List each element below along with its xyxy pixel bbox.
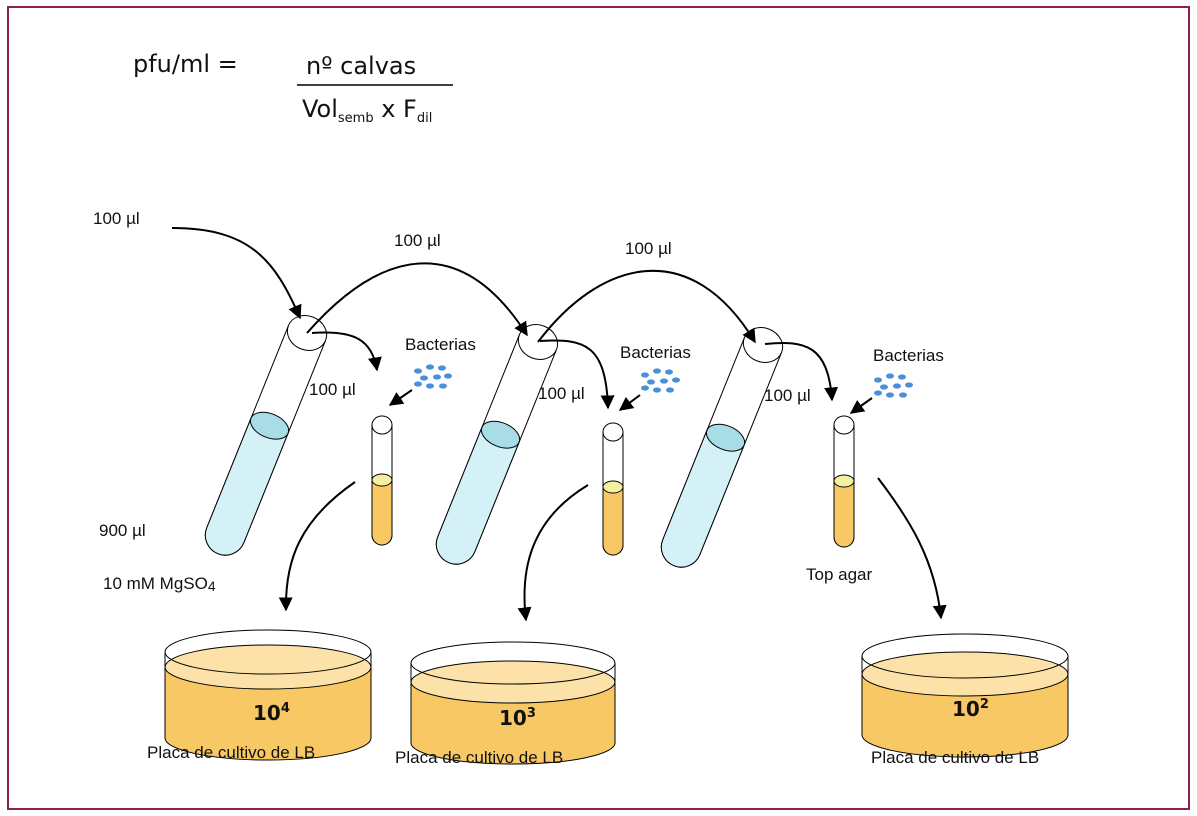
bacteria-label-1: Bacterias [405,335,476,354]
arrow-initial-to-tube-1 [171,227,302,320]
arrow-agar-1-to-plate-1 [278,481,356,612]
plate-3-base: 10 [952,697,980,721]
formula-f-subscript: dil [416,111,433,126]
bacteria-cluster-2 [641,368,680,393]
formula-denominator: Volsemb x Fdil [302,97,432,125]
top-agar-tube-3 [833,415,855,548]
plate-1-dilution: 104 [253,702,290,723]
dilution-tube-1 [204,315,328,556]
petri-plate-2 [410,641,616,765]
diluent-solution-text: 10 mM MgSO [103,574,208,593]
plate-1-caption: Placa de cultivo de LB [147,743,316,762]
plate-3-exponent: 2 [979,697,989,712]
formula-vol: Vol [302,95,338,123]
bacteria-cluster-3 [874,373,913,398]
dilution-tube-3 [660,327,784,568]
volume-label-transfer-2: 100 µl [625,239,672,258]
arrow-tube-3-to-agar-3 [764,341,839,402]
arrow-agar-2-to-plate-2 [517,484,589,622]
petri-plate-1 [164,629,372,761]
top-agar-tube-1 [371,415,393,546]
volume-label-initial: 100 µl [93,209,140,228]
diluent-solution-subscript: 4 [207,578,216,594]
arrow-tube-2-to-agar-2 [539,339,615,410]
arrow-tube-1-to-tube-2 [306,262,528,337]
top-agar-tube-2 [602,422,624,556]
formula-lhs: pfu/ml = [133,50,238,78]
volume-label-to-tube-2: 100 µl [538,384,585,403]
plate-2-caption: Placa de cultivo de LB [395,748,564,767]
bacteria-cluster-1 [414,364,452,389]
plate-3-dilution: 102 [952,698,989,719]
plate-2-exponent: 3 [526,706,536,721]
frame-border [7,6,1190,810]
top-agar-label: Top agar [806,565,873,584]
bacteria-label-2: Bacterias [620,343,691,362]
plate-1-exponent: 4 [280,701,290,716]
diluent-solution-label: 10 mM MgSO4 [103,575,216,593]
arrow-tube-1-to-agar-1 [311,331,382,372]
bacteria-label-3: Bacterias [873,346,944,365]
formula-vol-subscript: semb [337,111,374,126]
plate-2-base: 10 [499,706,527,730]
volume-label-to-tube-1: 100 µl [309,380,356,399]
arrow-bacteria-3 [849,397,873,414]
plate-3-caption: Placa de cultivo de LB [871,748,1040,767]
formula-times-f: x F [373,95,417,123]
petri-plate-3 [861,633,1069,758]
diluent-volume-label: 900 µl [99,521,146,540]
arrow-bacteria-2 [618,394,641,411]
arrow-tube-2-to-tube-3 [537,269,756,344]
arrow-bacteria-1 [388,389,413,406]
plate-1-base: 10 [253,701,281,725]
volume-label-transfer-1: 100 µl [394,231,441,250]
plate-2-dilution: 103 [499,707,536,728]
formula-numerator: nº calvas [306,52,417,80]
dilution-tube-2 [435,324,559,565]
arrow-agar-3-to-plate-3 [877,477,947,620]
volume-label-to-tube-3: 100 µl [764,386,811,405]
